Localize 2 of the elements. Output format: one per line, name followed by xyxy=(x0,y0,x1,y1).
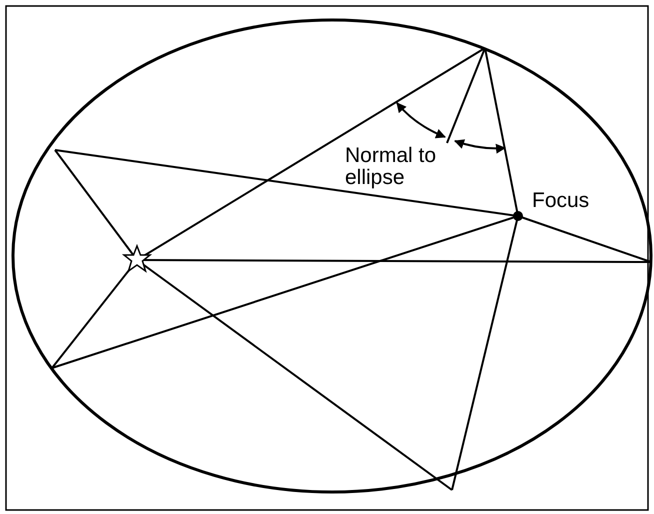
annotation-label: Normal to ellipse xyxy=(345,145,438,189)
annotation-label: Focus xyxy=(532,190,590,212)
